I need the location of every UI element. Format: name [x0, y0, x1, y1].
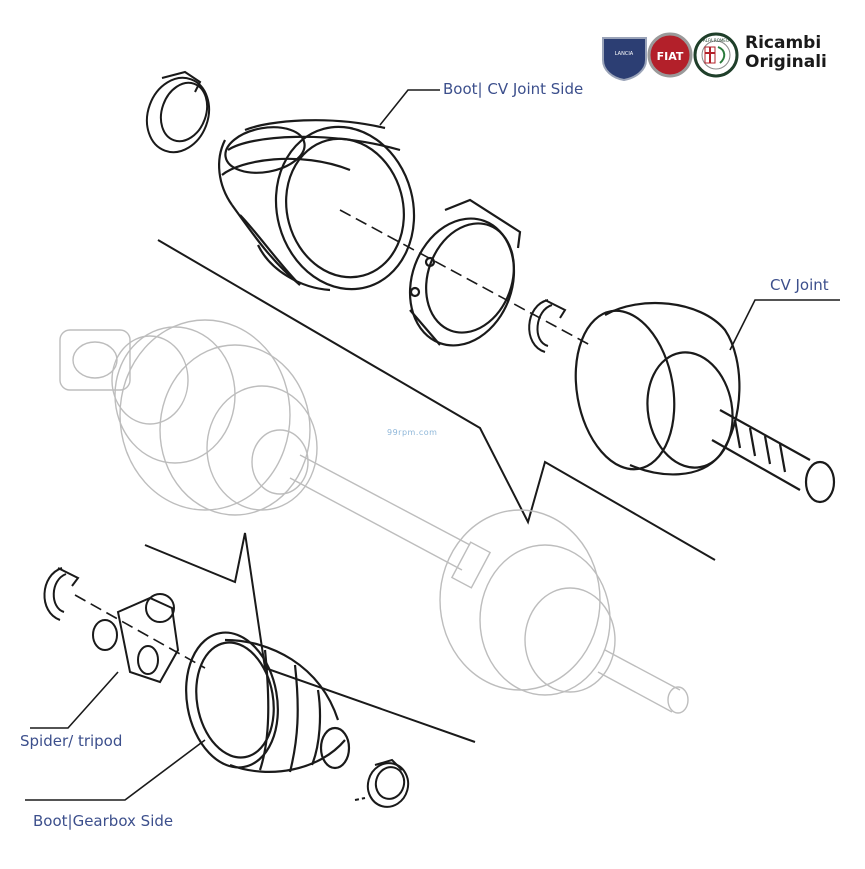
- cv-joint-drawing: [574, 301, 836, 504]
- fiat-logo-text: FIAT: [657, 50, 684, 63]
- circlip-top: [528, 299, 567, 353]
- leader-cv-joint: [729, 299, 840, 351]
- alfa-romeo-logo: ALFA ROMEO: [693, 32, 739, 78]
- label-boot-cv-joint-side: Boot| CV Joint Side: [443, 80, 584, 98]
- assembled-driveshaft-ghost: [59, 319, 689, 714]
- brand-line-2: Originali: [745, 52, 827, 72]
- leader-boot-cv-joint-side: [379, 89, 440, 126]
- leader-lines: [25, 89, 840, 801]
- spider-tripod-drawing: [92, 593, 180, 684]
- label-cv-joint: CV Joint: [770, 276, 829, 294]
- divider-line-lower: [144, 532, 476, 743]
- label-spider-tripod: Spider/ tripod: [20, 732, 123, 750]
- boot-gearbox-side-drawing: [185, 631, 351, 773]
- large-clamp: [408, 198, 522, 347]
- alfa-logo-text: ALFA ROMEO: [703, 38, 729, 43]
- brand-logos: LANCIA FIAT ALFA ROMEO: [602, 32, 739, 82]
- circlip-bottom: [43, 567, 80, 621]
- watermark: 99rpm.com: [387, 428, 438, 437]
- label-boot-gearbox-side: Boot|Gearbox Side: [33, 812, 174, 830]
- boot-cv-joint-side-drawing: [218, 119, 416, 292]
- brand-line-1: Ricambi: [745, 33, 822, 53]
- leader-boot-gearbox-side: [25, 739, 206, 801]
- small-clamp-top: [145, 70, 211, 154]
- leader-spider-tripod: [30, 671, 119, 729]
- brand-wordmark: Ricambi Originali: [745, 34, 827, 72]
- lancia-logo-text: LANCIA: [615, 51, 634, 57]
- fiat-logo: FIAT: [647, 32, 693, 78]
- divider-line-upper: [157, 239, 716, 561]
- small-clamp-bottom: [354, 758, 410, 808]
- lancia-logo: LANCIA: [602, 37, 647, 82]
- assembly-axis-lines: [74, 209, 591, 669]
